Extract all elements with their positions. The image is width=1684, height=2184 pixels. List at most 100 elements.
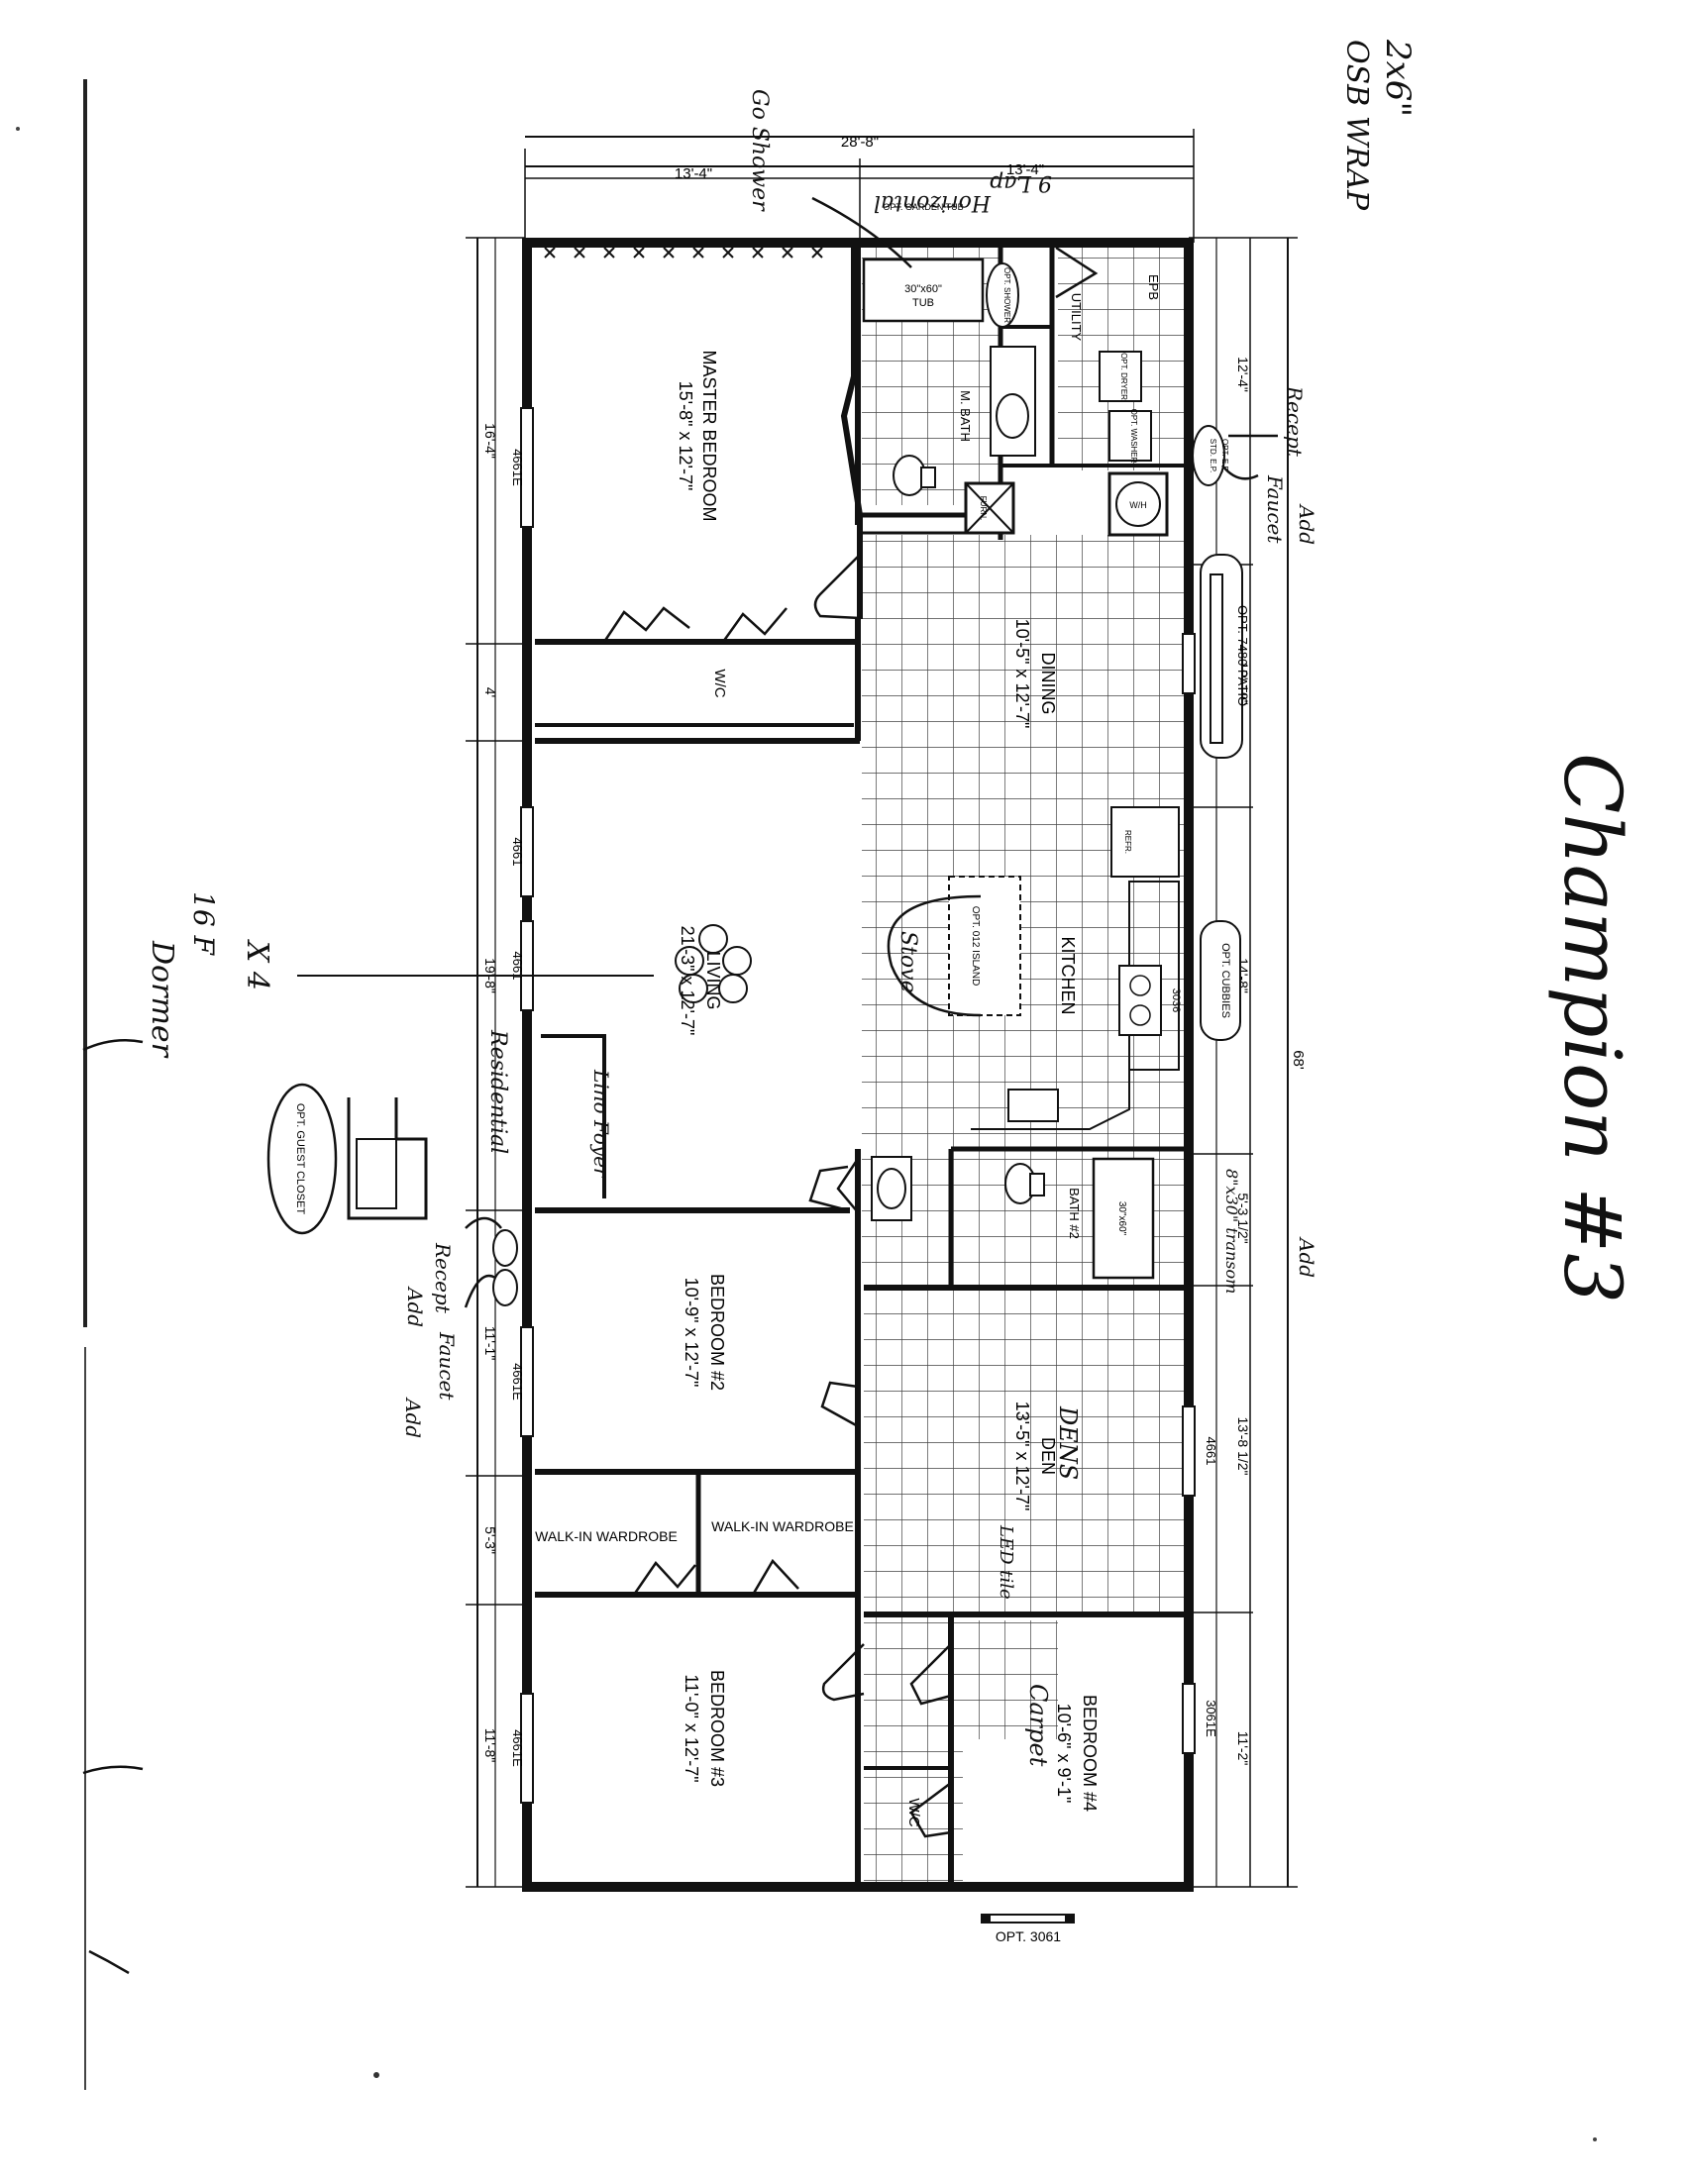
dim-s4: 5'-3 1/2" [1235,1193,1251,1243]
master-tub [862,258,985,323]
dim-n1: 16'-4" [482,423,498,459]
north-dimensions: 16'-4" 4' 19'-8" 11'-1" 5'-3" 11'-8" [466,237,525,1888]
note-add-2: Add [1295,1236,1318,1278]
half-width-right-label: 13'-4" [1006,161,1044,178]
note-lino-foyer: Lino Foyer [589,1069,613,1179]
note-add-1: Add [1295,503,1318,545]
opt-dryer-label: OPT. DRYER [1119,353,1128,400]
bedroom3-name: BEDROOM #3 [707,1670,727,1787]
x-mark [811,247,823,259]
x-mark [603,247,615,259]
kitchen-name: KITCHEN [1058,936,1078,1014]
note-16f: 16 F [187,891,220,957]
tile-floors [862,243,1187,1882]
x-mark [663,247,675,259]
x-mark [692,247,704,259]
bedroom4-name: BEDROOM #4 [1080,1695,1100,1812]
note-recept-2: Recept [431,1242,455,1314]
x-mark [752,247,764,259]
handwritten-notes: 2x6" OSB WRAP Horizontal 9 Lap Go Shower… [145,39,1638,1767]
note-led-tile: LED tile [996,1524,1016,1600]
window-w4: 4661E [510,1363,525,1401]
den-name: DEN [1038,1437,1058,1475]
note-stove: Stove [895,931,920,993]
note-carpet: Carpet [1024,1684,1052,1767]
epb-label: EPB [1146,274,1161,300]
note-champion: Champion #3 [1546,753,1638,1303]
living-sketch [675,924,752,1003]
note-transom: 8"x30" transom [1222,1169,1241,1294]
opt-patio-label: OPT. 7480 PATIO [1235,605,1250,706]
wic-master-label: W/C [711,669,728,697]
note-recept-1: Recept [1283,385,1307,458]
opt-island-label: OPT. 012 ISLAND [970,906,981,987]
note-horizontal: Horizontal [874,190,992,215]
window-3036-label: 3036 [1170,988,1182,1012]
std-ep-label: STD. E.P. [1209,439,1217,473]
doors [602,246,1099,1838]
bedroom3-size: 11'-0" x 12'-7" [682,1674,701,1782]
dining-name: DINING [1038,653,1058,715]
bedroom2-size: 10'-9" x 12'-7" [682,1278,701,1388]
wardrobe-right-label: WALK-IN WARDROBE [711,1518,854,1534]
den-size: 13'-5" x 12'-7" [1012,1402,1032,1511]
dining-size: 10'-5" x 12'-7" [1012,619,1032,729]
dim-s6: 11'-2" [1235,1731,1251,1766]
top-dimensions: 28'-8" 13'-4" 13'-4" [524,129,1195,243]
top-wall-x-marks [544,247,823,259]
margin-marks [16,79,1597,2141]
south-dimensions: 12'-4" 10'-10" 14'-8" 5'-3 1/2" 13'-8 1/… [1189,237,1307,1888]
x-mark [722,247,734,259]
refr-label: REFR. [1123,830,1132,854]
dim-s5: 13'-8 1/2" [1235,1416,1251,1475]
note-add-4: Add [401,1397,425,1438]
bedroom2-name: BEDROOM #2 [707,1274,727,1391]
note-residential: Residential [485,1029,510,1154]
bath2-tub-label: 30"x60" [1116,1201,1127,1236]
living-name: LIVING [703,951,723,1009]
opt-garden-tub-label: OPT. GARDEN TUB [883,202,963,212]
master-tub-label: TUB [912,297,934,309]
bath2-label: BATH #2 [1067,1188,1082,1239]
note-faucet-2: Faucet [435,1331,459,1401]
master-bedroom-size: 15'-8" x 12'-7" [676,381,695,491]
overall-length-label: 68' [1290,1050,1307,1070]
window-w1: 4661E [510,449,525,486]
opt-guest-closet-label: OPT. GUEST CLOSET [294,1103,306,1215]
x-mark [574,247,585,259]
dim-n2: 4' [482,687,498,697]
x-mark [544,247,556,259]
half-width-left-label: 13'-4" [675,165,712,182]
wic-bed4-label: W/C [905,1798,922,1826]
note-go-shower: Go Shower [747,89,772,212]
master-tub-size: 30"x60" [904,283,942,295]
window-w5: 4661E [510,1729,525,1767]
opt-shower-label: OPT. SHOWER [1002,267,1011,323]
furnace-label: FURN. [979,496,988,520]
note-add-3: Add [403,1286,427,1327]
opt-cubbies-label: OPT. CUBBIES [1219,943,1231,1018]
window-w6: 4661 [1204,1437,1218,1466]
opt-ep-label: OPT. E.P. [1220,439,1229,472]
x-mark [633,247,645,259]
water-heater-label: W/H [1129,500,1147,510]
m-bath-label: M. BATH [958,390,973,442]
utility-label: UTILITY [1069,293,1084,342]
closet-labels: W/C WALK-IN WARDROBE WALK-IN WARDROBE W/… [535,669,922,1826]
wardrobe-left-label: WALK-IN WARDROBE [535,1528,678,1544]
bedroom4-size: 10'-6" x 9'-1" [1054,1704,1074,1804]
window-w2: 4661 [510,838,525,867]
opt-washer-label: OPT. WASHER [1129,409,1138,464]
note-x4: X 4 [240,939,274,990]
fixtures: 30"x60" TUB OPT. GARDEN TUB OPT. SHOWER … [266,202,1250,1944]
living-size: 21'-3" x 12'-7" [678,926,697,1036]
master-bedroom-name: MASTER BEDROOM [699,350,719,521]
dim-s1: 12'-4" [1235,357,1251,392]
note-osb-wrap: OSB WRAP [1339,40,1374,211]
opt-3061-label: OPT. 3061 [996,1928,1061,1944]
dim-n4: 11'-1" [482,1326,498,1361]
note-2x6: 2x6" [1378,39,1418,117]
window-w7: 3061E [1204,1700,1218,1737]
note-horizontal-lap: 9 Lap [990,170,1052,195]
